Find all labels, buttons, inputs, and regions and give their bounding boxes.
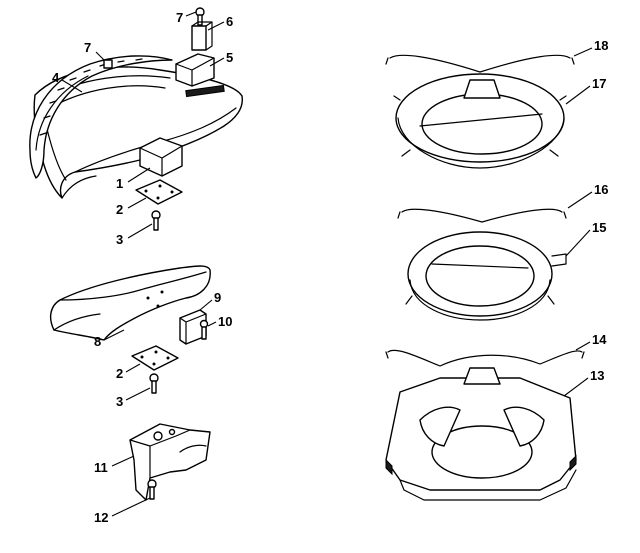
callout-8: 8 <box>94 334 101 349</box>
leader-2b <box>125 363 141 373</box>
plate-part-2-upper <box>135 179 183 205</box>
leader-11 <box>111 455 135 467</box>
callout-10: 10 <box>218 314 232 329</box>
callout-17: 17 <box>592 76 606 91</box>
deflector-part-8 <box>49 265 211 341</box>
leader-7b <box>95 51 105 61</box>
leader-15 <box>565 229 591 257</box>
leader-10 <box>207 321 217 327</box>
callout-4: 4 <box>52 70 60 85</box>
callout-2: 2 <box>116 366 123 381</box>
ring-part-15 <box>405 231 567 321</box>
callout-6: 6 <box>226 14 233 29</box>
screw-part-3-upper <box>151 210 161 231</box>
wire-spring-part-16 <box>397 208 567 223</box>
callout-15: 15 <box>592 220 606 235</box>
leader-3b <box>125 387 151 401</box>
clamp-part-5 <box>175 53 215 87</box>
leader-6 <box>207 21 225 31</box>
callout-labels: 1 2 3 4 5 6 7 7 8 9 10 2 3 11 12 13 14 1… <box>52 10 608 525</box>
screw-part-3-lower <box>149 373 159 394</box>
callout-13: 13 <box>590 368 604 383</box>
callout-7: 7 <box>84 40 91 55</box>
callout-1: 1 <box>116 176 123 191</box>
deflector-guard-part-1 <box>33 66 243 199</box>
leader-3a <box>127 223 153 239</box>
leader-2a <box>127 197 147 209</box>
callout-2: 2 <box>116 202 123 217</box>
leader-9 <box>199 299 213 311</box>
leader-8 <box>103 329 125 341</box>
callout-3: 3 <box>116 232 123 247</box>
callout-11: 11 <box>94 460 108 475</box>
screw-part-10 <box>199 319 209 340</box>
mount-part-11 <box>129 423 211 501</box>
screw-part-12 <box>147 479 157 500</box>
bracket-part-6 <box>191 21 213 51</box>
base-part-13 <box>385 367 577 501</box>
callout-3: 3 <box>116 394 123 409</box>
leader-12 <box>111 497 151 517</box>
leader-14 <box>575 341 591 351</box>
callout-18: 18 <box>594 38 608 53</box>
callout-12: 12 <box>94 510 108 525</box>
plate-part-2-lower <box>131 345 179 371</box>
blade-part-4 <box>29 55 173 179</box>
callout-16: 16 <box>594 182 608 197</box>
ring-part-17 <box>393 73 567 169</box>
leader-13 <box>563 377 589 397</box>
leader-7a <box>185 11 197 17</box>
wire-spring-part-18 <box>385 54 575 73</box>
leader-16 <box>567 191 593 209</box>
callout-7: 7 <box>176 10 183 25</box>
leader-18 <box>573 47 593 57</box>
callout-9: 9 <box>214 290 221 305</box>
leader-17 <box>565 85 591 105</box>
leader-lines <box>61 11 593 517</box>
wire-spring-part-14 <box>385 349 585 367</box>
leader-1 <box>127 167 151 183</box>
callout-14: 14 <box>592 332 607 347</box>
leader-5 <box>209 57 225 67</box>
callout-5: 5 <box>226 50 233 65</box>
leader-4 <box>61 79 83 93</box>
